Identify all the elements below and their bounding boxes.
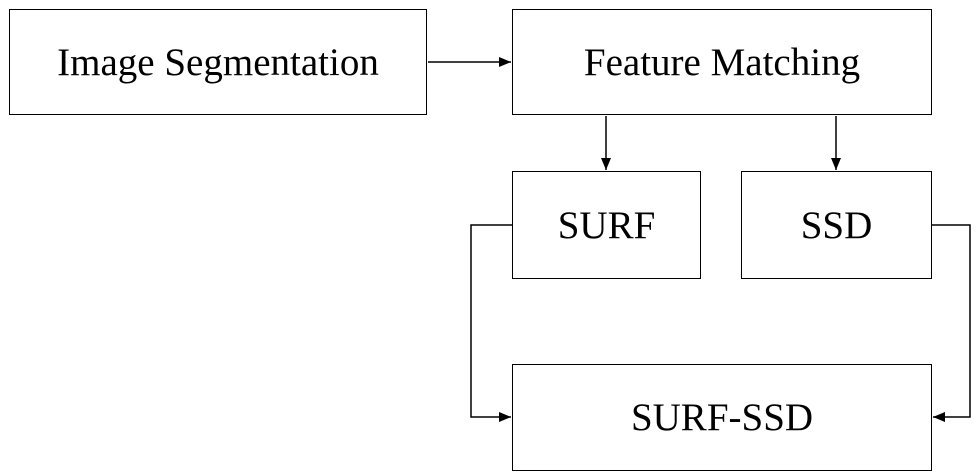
image-segmentation-label: Image Segmentation: [57, 40, 379, 84]
surf-label: SURF: [557, 203, 656, 247]
image-segmentation-node: Image Segmentation: [9, 9, 427, 115]
surf-ssd-node: SURF-SSD: [512, 364, 932, 471]
ssd-label: SSD: [800, 203, 873, 247]
surf-node: SURF: [512, 171, 701, 279]
surf-ssd-label: SURF-SSD: [630, 396, 814, 439]
arrow-surf-to-surf-ssd: [470, 224, 512, 422]
feature-matching-label: Feature Matching: [583, 40, 861, 84]
ssd-node: SSD: [741, 171, 932, 279]
feature-matching-node: Feature Matching: [512, 9, 932, 115]
arrow-ssd-to-surf-ssd: [932, 224, 971, 422]
